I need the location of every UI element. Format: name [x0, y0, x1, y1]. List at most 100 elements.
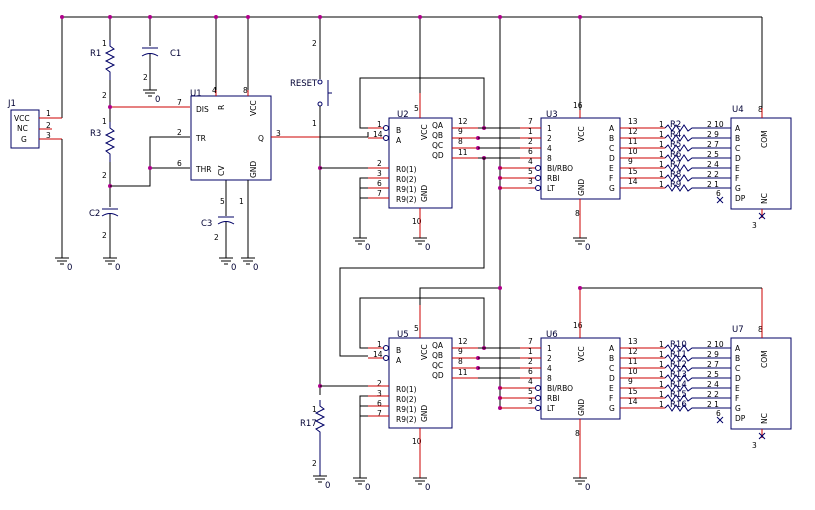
reset-label: RESET [290, 79, 318, 89]
resistor-pin-2: 2 7 [707, 360, 719, 369]
resistor-zigzag [664, 144, 731, 152]
u6-num-7: 7 [528, 337, 533, 346]
segment-label: G [735, 404, 741, 413]
segment-label: B [735, 354, 740, 363]
u1-num-6: 6 [177, 159, 182, 168]
u2-pin-gnd: GND [420, 185, 429, 202]
resistor-pin-2: 2 10 [707, 120, 724, 129]
r17-pin-2: 2 [312, 459, 317, 468]
u1-num-5: 5 [220, 197, 225, 206]
u2-pin-r92: R9(2) [396, 195, 417, 204]
r17-pin-1: 1 [312, 405, 317, 414]
u6-num-1: 1 [528, 347, 533, 356]
ground-net-label: 0 [115, 263, 120, 273]
timing-network: R1 1 2 R3 1 2 C2 2 C1 2 C3 2 [89, 36, 235, 258]
u6-pin-g: G [609, 404, 615, 413]
c1-label: C1 [170, 49, 181, 59]
r1-pin-2: 2 [102, 91, 107, 100]
c2-label: C2 [89, 209, 100, 219]
u3-pin-c: C [609, 144, 614, 153]
u6-pin-d: D [609, 374, 615, 383]
u6-pin-bi: BI/RBO [547, 384, 573, 393]
resistor-pin-1: 1 [659, 370, 664, 379]
u5-num-8: 8 [458, 357, 463, 366]
segment-label: A [735, 124, 741, 133]
u6-pin-2: 2 [547, 354, 552, 363]
segment-label: B [735, 134, 740, 143]
u2-num-8: 8 [458, 137, 463, 146]
u2-num-6: 6 [377, 179, 382, 188]
resistor-ref: R11 [670, 350, 687, 360]
resistor-zigzag [664, 164, 731, 172]
u5-pin-b: B [396, 346, 401, 355]
u1-pin-vcc: VCC [249, 100, 258, 116]
r1-label: R1 [90, 49, 101, 59]
u5-pin-qd: QD [432, 371, 444, 380]
u1-num-4: 4 [212, 86, 217, 95]
vcc-rail [60, 15, 763, 408]
u3-pin-g: G [609, 184, 615, 193]
u5-ref: U5 [397, 330, 409, 340]
u5-num-3: 3 [377, 389, 382, 398]
reset-pin-1: 1 [312, 119, 317, 128]
j1-pin-nc: NC [17, 124, 28, 133]
segment-label: E [735, 164, 740, 173]
u5-pin-qc: QC [432, 361, 443, 370]
connector-j1: J1 VCC NC G 1 2 3 [7, 99, 63, 258]
resistor-zigzag [664, 174, 731, 182]
resistor-pin-1: 1 [659, 360, 664, 369]
u3-num-5: 5 [528, 167, 533, 176]
u3-pin-8: 8 [547, 154, 552, 163]
resistor-zigzag [664, 134, 731, 142]
u2-pin-b: B [396, 126, 401, 135]
u2-num-2: 2 [377, 159, 382, 168]
u3-num-16: 16 [573, 101, 583, 110]
u4-nc-x-icon [758, 212, 766, 220]
u5-pin-qa: QA [432, 341, 444, 350]
ground-net-label: 0 [67, 263, 72, 273]
resistor-pin-2: 2 2 [707, 390, 719, 399]
resistor-zigzag [664, 344, 731, 352]
u4-num-8: 8 [758, 105, 763, 114]
resistor-pin-2: 2 7 [707, 140, 719, 149]
segment-label: A [735, 344, 741, 353]
u4-num-3: 3 [752, 221, 757, 230]
resistor-ref: R5 [670, 140, 681, 150]
u6-num-8: 8 [575, 429, 580, 438]
c1-pin-2: 2 [143, 73, 148, 82]
resistor-zigzag [664, 374, 731, 382]
r3-pin-1: 1 [102, 117, 107, 126]
ground-net-label: 0 [585, 483, 590, 493]
u5-num-6: 6 [377, 399, 382, 408]
u6-pin-a: A [609, 344, 615, 353]
u6-ref: U6 [546, 330, 558, 340]
u2-pin-vcc: VCC [420, 124, 429, 140]
u3-num-2: 2 [528, 137, 533, 146]
u5-pin-r92: R9(2) [396, 415, 417, 424]
segment-label: G [735, 184, 741, 193]
u2-num-14: 14 [373, 130, 383, 139]
u6-pin-1: 1 [547, 344, 552, 353]
r3-pin-2: 2 [102, 171, 107, 180]
c2-pin-2: 2 [102, 231, 107, 240]
r3-label: R3 [90, 129, 101, 139]
u2-pin-r02: R0(2) [396, 175, 417, 184]
u1-num-8: 8 [243, 86, 248, 95]
u3-pin-2: 2 [547, 134, 552, 143]
resistor-zigzag [664, 154, 731, 162]
u6-num-9: 9 [628, 377, 633, 386]
decoder-u3: U3 1 2 4 8 BI/RBO RBI LT A B C D E F G V… [500, 101, 638, 238]
ground-net-label: 0 [425, 483, 430, 493]
u6-pin-f: F [609, 394, 613, 403]
u5-pin-r91: R9(1) [396, 405, 417, 414]
resistor-pin-1: 1 [659, 180, 664, 189]
u5-num-9: 9 [458, 347, 463, 356]
resistor-pin-2: 2 9 [707, 130, 719, 139]
u6-pin-rbi: RBI [547, 394, 560, 403]
u3-pin-d: D [609, 154, 615, 163]
resistor-pin-2: 2 10 [707, 340, 724, 349]
u6-num-3: 3 [528, 397, 533, 406]
j1-num-1: 1 [46, 109, 51, 118]
